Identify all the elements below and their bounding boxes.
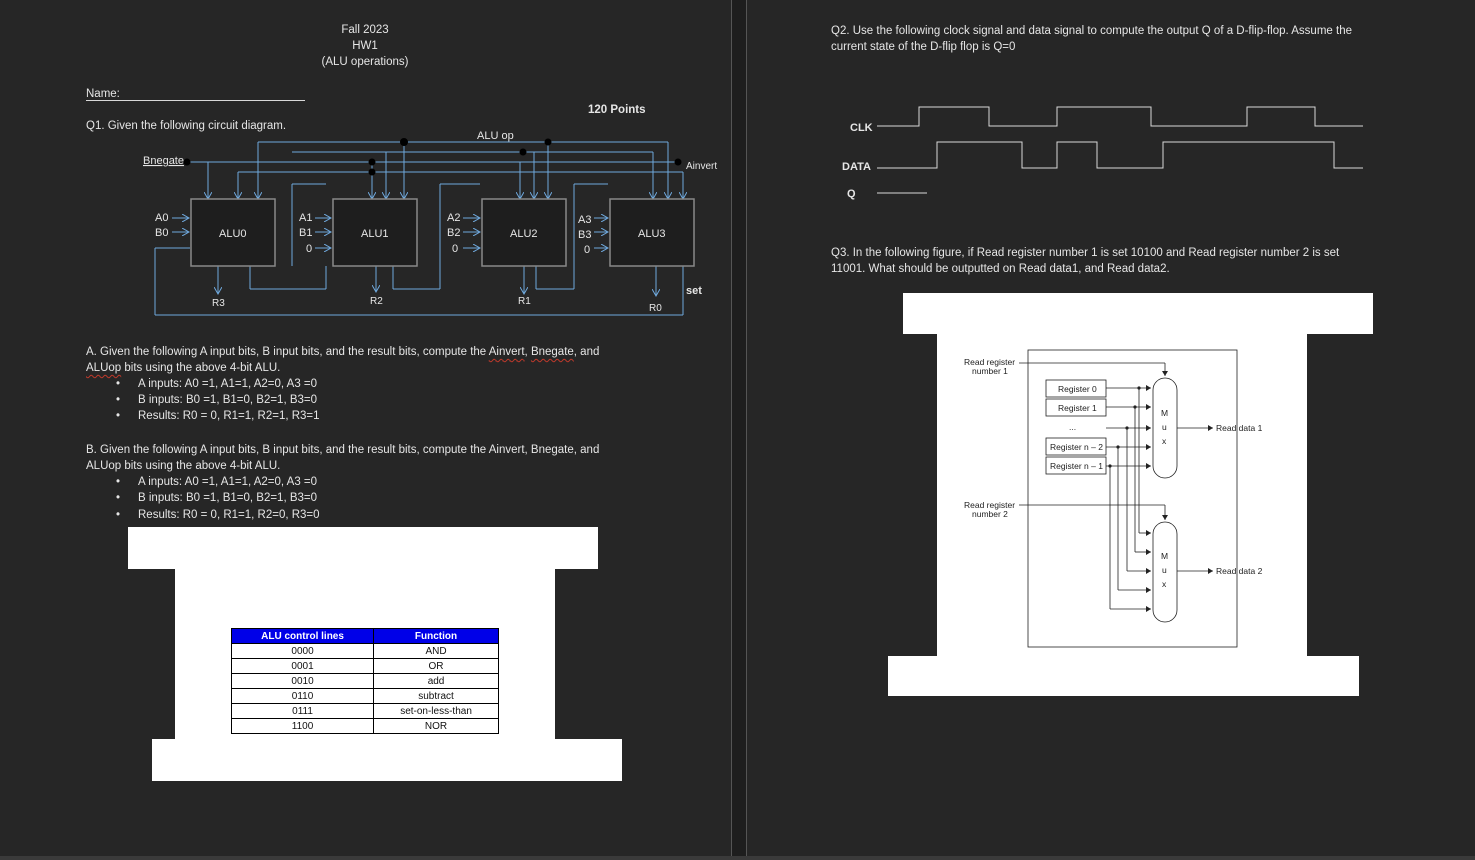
input-b3: B3: [578, 229, 591, 241]
result-r2: R2: [370, 296, 383, 307]
q1-title: Q1. Given the following circuit diagram.: [86, 120, 287, 132]
clk-waveform: [877, 106, 1363, 127]
q3-question: Q3. In the following figure, if Read reg…: [831, 247, 1340, 275]
part-b-inputs-b: B inputs: B0 =1, B1=0, B2=1, B3=0: [116, 492, 317, 504]
input-b1: B1: [299, 227, 312, 239]
q-label: Q: [847, 188, 856, 200]
figure-box-top: [903, 293, 1373, 334]
input-a0: A0: [155, 212, 168, 224]
alu3-label: ALU3: [638, 228, 666, 240]
timing-diagram: CLK DATA Q: [842, 106, 1363, 200]
register-n-1: Register n – 1: [1050, 461, 1103, 471]
register-ellipsis: ...: [1069, 422, 1076, 432]
answer-box-top[interactable]: [128, 527, 598, 569]
header-semester: Fall 2023: [341, 24, 389, 36]
part-a-inputs-a: A inputs: A0 =1, A1=1, A2=0, A3 =0: [116, 378, 317, 390]
junction-dot: [519, 148, 527, 156]
junction-dot: [183, 158, 191, 166]
header-topic: (ALU operations): [321, 56, 409, 68]
name-line[interactable]: [86, 100, 305, 101]
alu1-box: [332, 198, 418, 267]
mux1-m: M: [1161, 408, 1168, 418]
input-less2: 0: [452, 243, 458, 255]
clk-label: CLK: [850, 122, 873, 134]
alu1-label: ALU1: [361, 228, 389, 240]
page-gutter: [731, 0, 747, 856]
result-r3: R3: [212, 298, 225, 309]
alu-circuit-diagram: ALU op Bnegate Ainvert set ALU0 ALU1 ALU…: [143, 130, 717, 316]
input-less1: 0: [306, 243, 312, 255]
junction-dot: [368, 158, 376, 166]
read-register-1-label-line2: number 1: [972, 366, 1008, 376]
junction-dot: [1133, 405, 1137, 409]
table-header-function: Function: [373, 628, 499, 644]
points-label: 120 Points: [588, 104, 646, 116]
input-a1: A1: [299, 212, 312, 224]
q2-question: Q2. Use the following clock signal and d…: [831, 25, 1352, 53]
input-a2: A2: [447, 212, 460, 224]
data-waveform: [877, 141, 1363, 169]
junction-dot: [400, 138, 408, 146]
part-a-results: Results: R0 = 0, R1=1, R2=1, R3=1: [116, 410, 319, 422]
result-r0: R0: [649, 303, 662, 314]
mux2-m: M: [1161, 551, 1168, 561]
mux1-x: x: [1162, 436, 1167, 446]
mux2-u: u: [1162, 565, 1167, 575]
mux1-u: u: [1162, 422, 1167, 432]
input-b0: B0: [155, 227, 168, 239]
alu2-label: ALU2: [510, 228, 538, 240]
page-right: Q2. Use the following clock signal and d…: [747, 0, 1475, 856]
junction-dot: [544, 138, 552, 146]
read-register-1-label: Read register: [964, 357, 1015, 367]
junction-dot: [1137, 386, 1141, 390]
read-register-2-label-line2: number 2: [972, 509, 1008, 519]
input-less3: 0: [584, 244, 590, 256]
alu0-label: ALU0: [219, 228, 247, 240]
alu3-box: [609, 198, 695, 267]
part-b-results: Results: R0 = 0, R1=1, R2=0, R3=0: [116, 509, 319, 521]
junction-dot: [674, 158, 682, 166]
set-label: set: [686, 285, 702, 297]
register-file-figure: Read register number 1 Read register num…: [964, 349, 1263, 648]
answer-box-bottom[interactable]: [152, 739, 622, 781]
name-label: Name:: [86, 88, 120, 100]
junction-dot: [368, 168, 376, 176]
part-a-question: A. Given the following A input bits, B i…: [86, 346, 600, 374]
alu0-box: [190, 198, 276, 267]
part-b-inputs-a: A inputs: A0 =1, A1=1, A2=0, A3 =0: [116, 476, 317, 488]
junction-dot: [1125, 426, 1129, 430]
status-bar: [0, 856, 1475, 860]
alu-op-label: ALU op: [477, 130, 514, 142]
alu2-box: [481, 198, 567, 267]
part-b-question: B. Given the following A input bits, B i…: [86, 444, 600, 472]
junction-dot: [1116, 445, 1120, 449]
junction-dot: [1108, 464, 1112, 468]
page-left: Fall 2023 HW1 (ALU operations) Name: 120…: [0, 0, 731, 856]
result-r1: R1: [518, 296, 531, 307]
mux2-x: x: [1162, 579, 1167, 589]
data-label: DATA: [842, 161, 871, 173]
register-1: Register 1: [1058, 403, 1097, 413]
input-a3: A3: [578, 214, 591, 226]
register-n-2: Register n – 2: [1050, 442, 1103, 452]
input-b2: B2: [447, 227, 460, 239]
ainvert-label: Ainvert: [686, 161, 717, 172]
figure-box-bottom: [888, 656, 1359, 696]
part-a-inputs-b: B inputs: B0 =1, B1=0, B2=1, B3=0: [116, 394, 317, 406]
register-0: Register 0: [1058, 384, 1097, 394]
read-register-2-label: Read register: [964, 500, 1015, 510]
bnegate-label: Bnegate: [143, 155, 184, 167]
header-assignment: HW1: [352, 40, 378, 52]
read-data-2-label: Read data 2: [1216, 566, 1263, 576]
table-header-control: ALU control lines: [230, 628, 375, 644]
read-data-1-label: Read data 1: [1216, 423, 1263, 433]
